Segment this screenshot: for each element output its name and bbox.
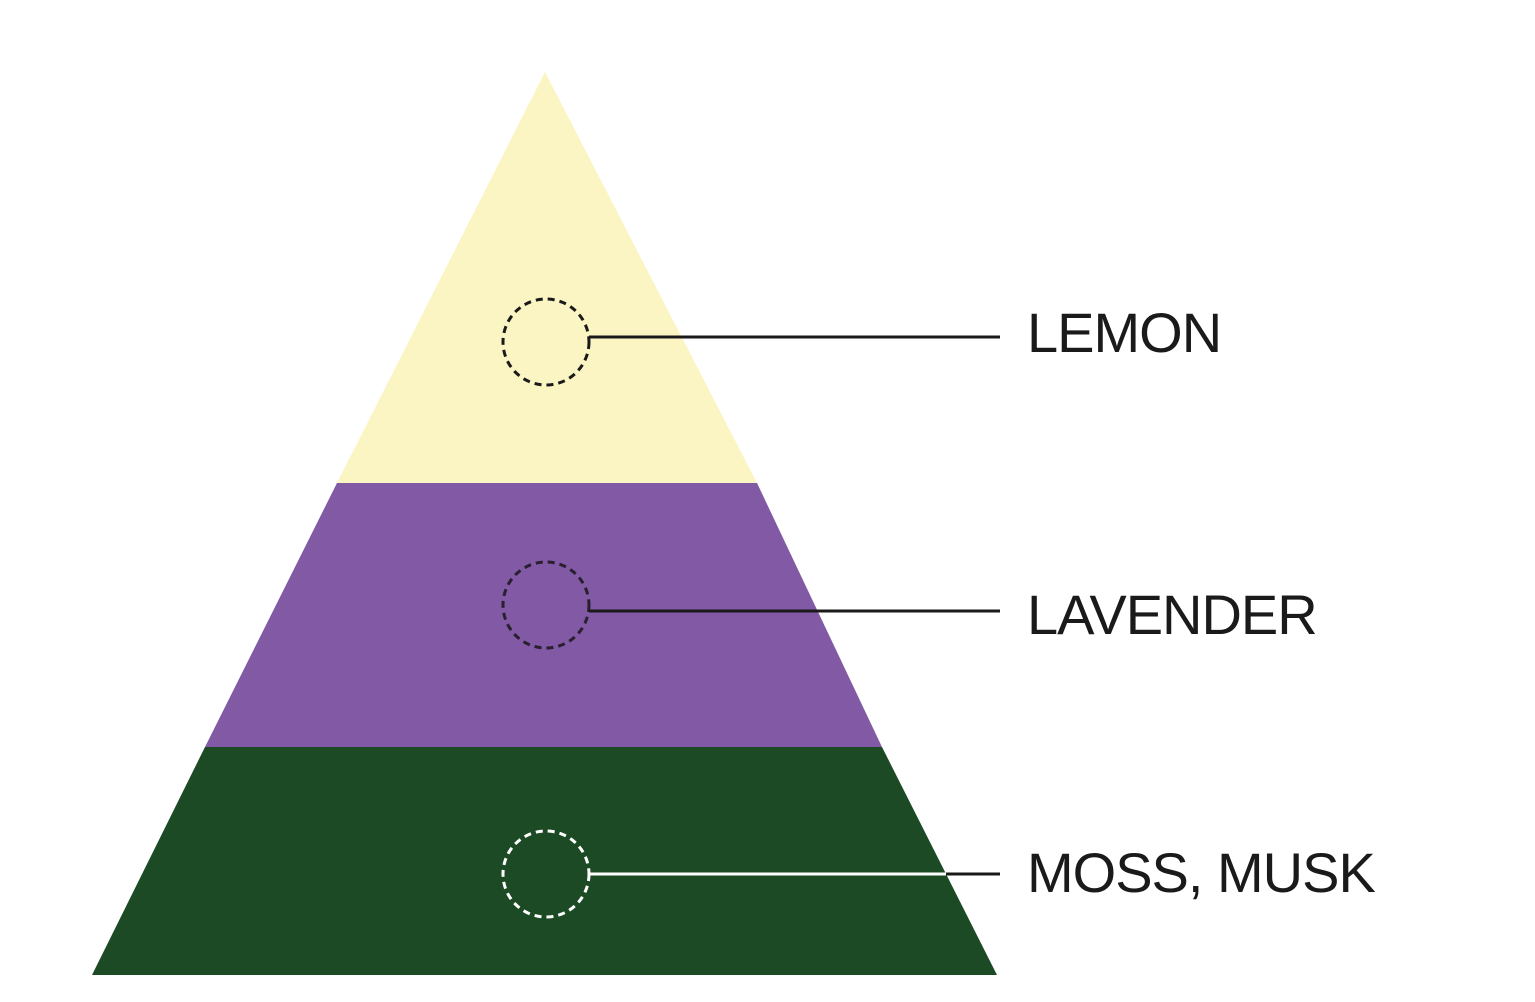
tier-base-label: MOSS, MUSK xyxy=(1027,841,1375,904)
pyramid-tier-middle xyxy=(205,483,882,747)
tier-middle-marker xyxy=(501,560,591,650)
pyramid-tier-base xyxy=(92,747,997,975)
tier-top-label: LEMON xyxy=(1027,301,1221,364)
tier-top-marker xyxy=(501,297,591,387)
pyramid-tier-top xyxy=(337,72,757,483)
tier-middle-label: LAVENDER xyxy=(1027,583,1317,646)
